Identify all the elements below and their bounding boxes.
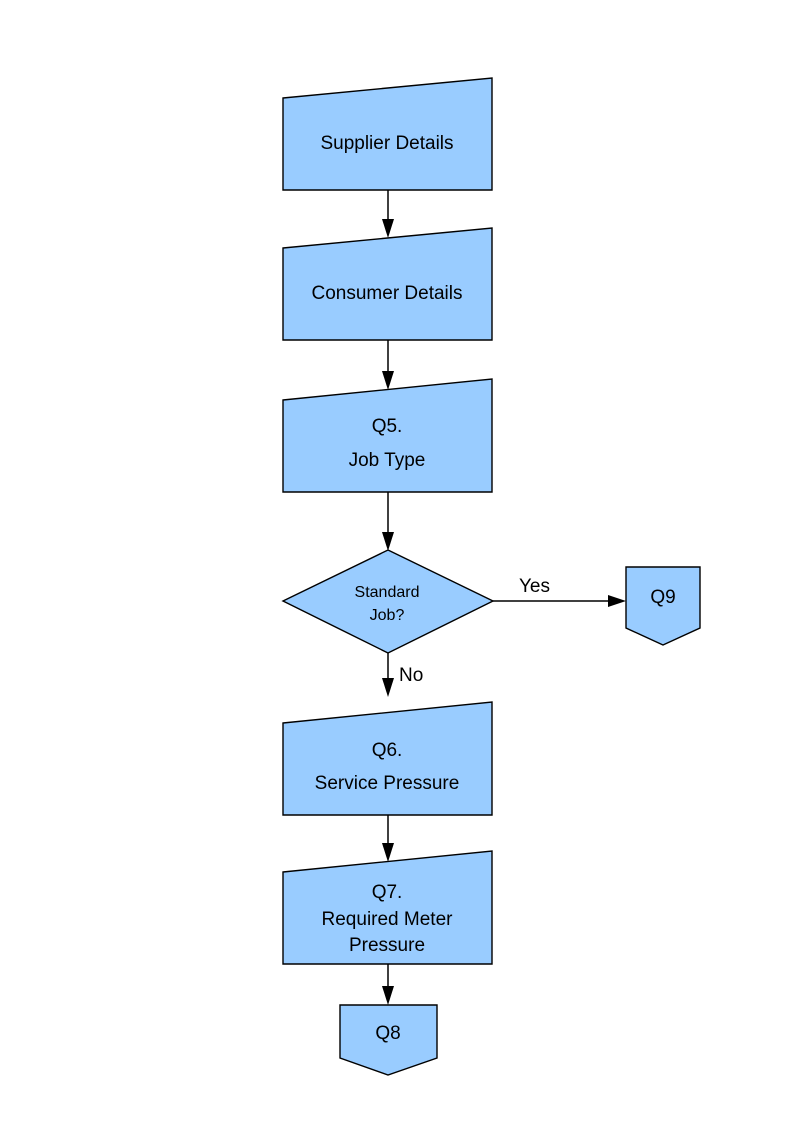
consumer-details-shape[interactable] bbox=[282, 227, 493, 341]
standard-job-decision-shape[interactable] bbox=[281, 549, 495, 654]
edge-q5-to-decision bbox=[382, 492, 394, 551]
edge-supplier-to-consumer bbox=[382, 190, 394, 238]
node-q8[interactable]: Q8 bbox=[339, 1004, 438, 1076]
arrow-head-icon bbox=[382, 986, 394, 1005]
node-consumer-details[interactable]: Consumer Details bbox=[282, 227, 493, 341]
q5-job-type-shape[interactable] bbox=[282, 378, 493, 493]
arrow-head-icon bbox=[382, 843, 394, 862]
node-q6-service-pressure[interactable]: Q6. Service Pressure bbox=[282, 701, 493, 816]
q8-label: Q8 bbox=[375, 1023, 400, 1044]
q7-label-line1: Q7. bbox=[372, 882, 403, 903]
q8-shape[interactable] bbox=[339, 1004, 438, 1076]
edge-label-yes: Yes bbox=[519, 576, 550, 597]
q6-service-pressure-label-line2: Service Pressure bbox=[315, 773, 460, 794]
q7-label-line2: Required Meter bbox=[322, 909, 454, 930]
q6-service-pressure-label-line1: Q6. bbox=[372, 740, 403, 761]
supplier-details-shape[interactable] bbox=[282, 77, 493, 191]
node-q9[interactable]: Q9 bbox=[625, 566, 701, 646]
arrow-head-icon bbox=[382, 371, 394, 390]
edge-decision-no-to-q6: No bbox=[382, 653, 423, 697]
edge-consumer-to-q5 bbox=[382, 340, 394, 390]
edge-q6-to-q7 bbox=[382, 815, 394, 862]
edge-label-no: No bbox=[399, 665, 423, 686]
edge-decision-yes-to-q9: Yes bbox=[493, 576, 626, 607]
arrow-head-icon bbox=[382, 219, 394, 238]
arrow-head-icon bbox=[608, 595, 626, 607]
arrow-head-icon bbox=[382, 678, 394, 697]
standard-job-decision-label-line2: Job? bbox=[370, 607, 405, 624]
q9-shape[interactable] bbox=[625, 566, 701, 646]
q6-service-pressure-shape[interactable] bbox=[282, 701, 493, 816]
edge-q7-to-q8 bbox=[382, 964, 394, 1005]
consumer-details-label: Consumer Details bbox=[312, 283, 463, 304]
q7-required-meter-pressure-shape[interactable] bbox=[282, 850, 493, 965]
standard-job-decision-label-line1: Standard bbox=[355, 584, 420, 601]
q7-label-line3: Pressure bbox=[349, 935, 425, 956]
arrow-head-icon bbox=[382, 532, 394, 551]
node-q5-job-type[interactable]: Q5. Job Type bbox=[282, 378, 493, 493]
q5-job-type-label-line2: Job Type bbox=[349, 450, 426, 471]
q5-job-type-label-line1: Q5. bbox=[372, 416, 403, 437]
supplier-details-label: Supplier Details bbox=[320, 133, 453, 154]
q9-label: Q9 bbox=[650, 587, 675, 608]
node-q7-required-meter-pressure[interactable]: Q7. Required Meter Pressure bbox=[282, 850, 493, 965]
node-standard-job-decision[interactable]: Standard Job? bbox=[281, 549, 495, 654]
node-supplier-details[interactable]: Supplier Details bbox=[282, 77, 493, 191]
